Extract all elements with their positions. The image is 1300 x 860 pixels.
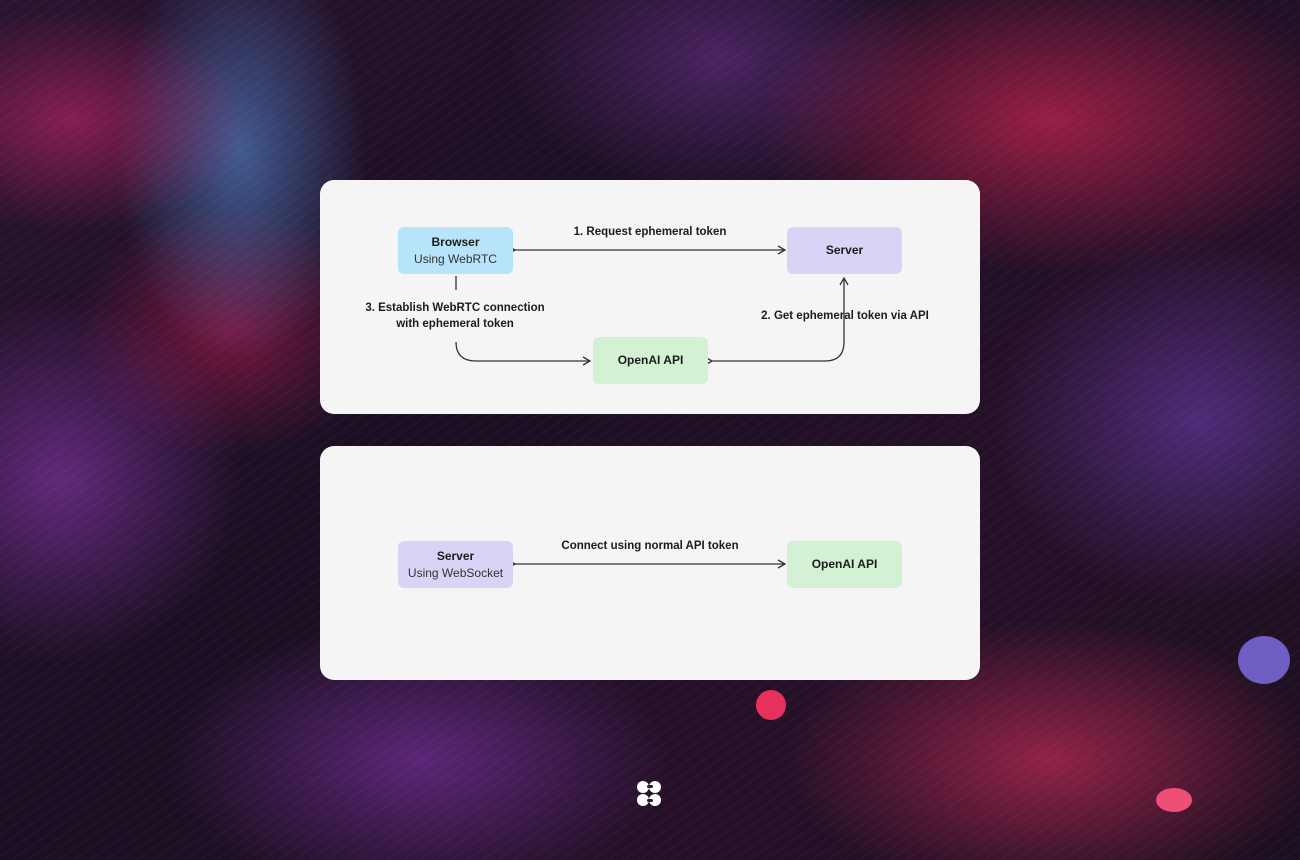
browser-node-title: Browser	[431, 234, 480, 249]
establish-connection-arrow	[455, 341, 592, 366]
openai-api-node-title: OpenAI API	[617, 353, 684, 367]
openai-api-websocket-node-title: OpenAI API	[811, 557, 878, 571]
background-blob	[756, 690, 786, 720]
get-token-arrow	[704, 276, 849, 366]
step1-label: 1. Request ephemeral token	[573, 226, 727, 238]
server-node: Server	[787, 227, 902, 274]
websocket-flow-card: Server Using WebSocket OpenAI API Connec…	[320, 446, 980, 680]
webrtc-arrows	[455, 245, 849, 366]
brand-logo-icon	[637, 781, 661, 806]
server-node-title: Server	[825, 243, 864, 257]
step3-label-line1: 3. Establish WebRTC connection	[365, 302, 545, 314]
connect-label: Connect using normal API token	[561, 540, 739, 552]
browser-node-subtitle: Using WebRTC	[414, 251, 497, 266]
websocket-arrows	[507, 559, 787, 569]
browser-node: Browser Using WebRTC	[398, 227, 513, 274]
webrtc-flow-card: Browser Using WebRTC Server OpenAI API 1…	[320, 180, 980, 414]
openai-api-websocket-node: OpenAI API	[787, 541, 902, 588]
background-blob	[1238, 636, 1290, 684]
server-websocket-node-title: Server	[436, 548, 475, 563]
server-websocket-node: Server Using WebSocket	[398, 541, 513, 588]
openai-api-node: OpenAI API	[593, 337, 708, 384]
step3-label-line2: with ephemeral token	[396, 318, 514, 330]
step2-label: 2. Get ephemeral token via API	[761, 310, 929, 322]
background-blob	[1156, 788, 1192, 812]
server-websocket-node-subtitle: Using WebSocket	[407, 565, 504, 580]
